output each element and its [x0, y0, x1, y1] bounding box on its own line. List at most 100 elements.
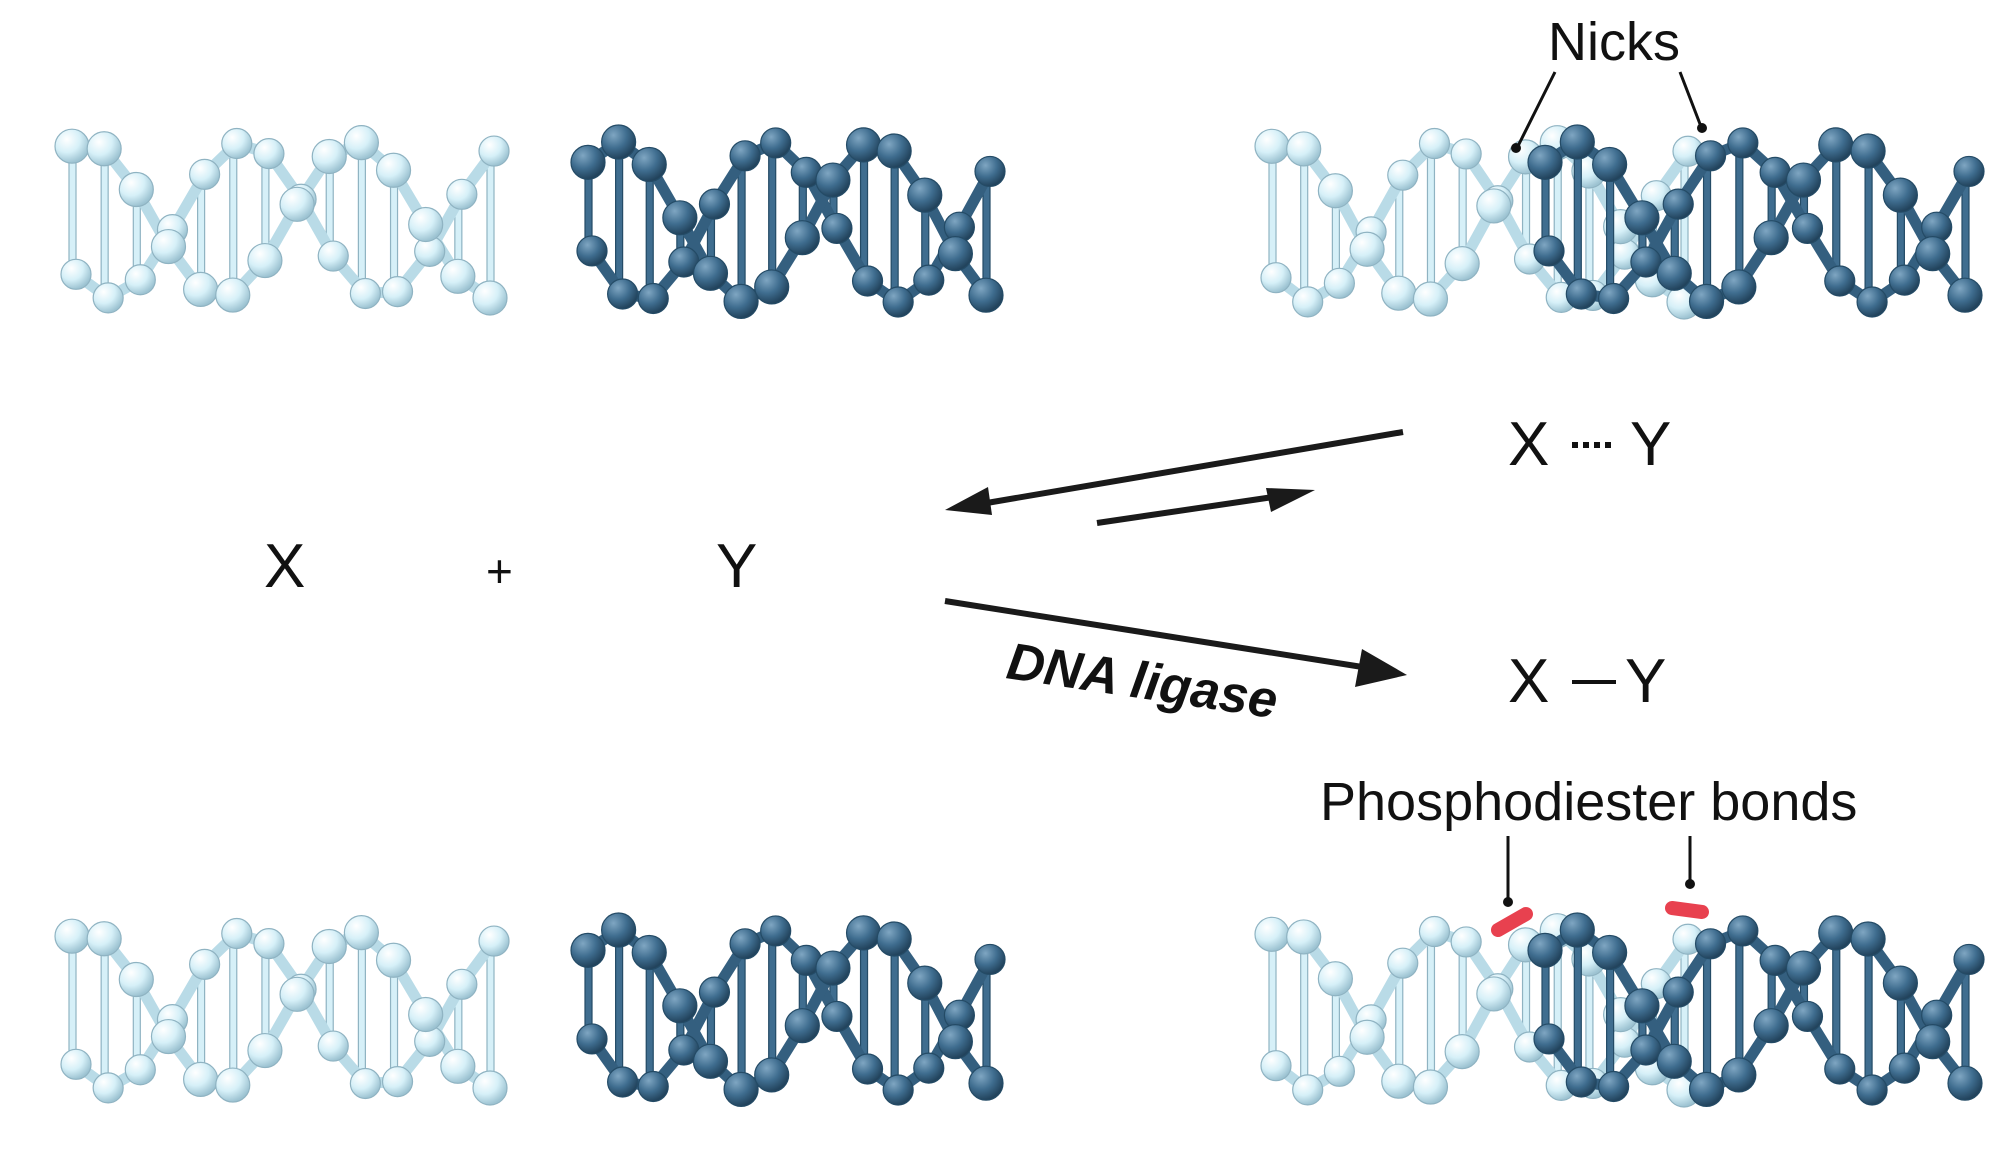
base-pair-stick — [859, 940, 869, 1062]
nucleotide-ball — [937, 236, 973, 272]
nucleotide-ball — [1592, 146, 1628, 183]
base-pair-stick — [1573, 149, 1582, 287]
base-pair-stick — [737, 163, 746, 294]
base-pair-stick — [615, 937, 624, 1075]
nucleotide-ball — [124, 264, 156, 296]
nucleotide-ball — [215, 277, 251, 313]
base-pair-stick — [68, 153, 77, 267]
base-pair-stick — [68, 943, 77, 1057]
nucleotide-ball — [845, 915, 882, 951]
base-pair-stick — [1864, 158, 1873, 295]
nucleotide-ball — [1791, 212, 1824, 245]
phosphodiester-pointers — [1503, 836, 1695, 907]
base-pair-stick — [1541, 957, 1550, 1032]
base-pair-stick — [1606, 959, 1615, 1080]
base-pair-stick — [1331, 986, 1340, 1064]
nucleotide-ball — [1882, 965, 1918, 1001]
nucleotide-ball — [692, 255, 729, 291]
base-pair-stick — [486, 158, 495, 291]
nucleotide-ball — [221, 127, 253, 160]
nucleotide-ball — [637, 1070, 669, 1103]
nucleotide-ball — [968, 1065, 1004, 1101]
helix-x-bottom-left — [54, 915, 510, 1106]
nick-pointer-left — [1516, 71, 1557, 147]
base-pair-stick — [921, 202, 930, 273]
nucleotide-ball — [821, 1000, 853, 1033]
nucleotide-ball — [1387, 159, 1419, 191]
nucleotide-ball — [851, 1053, 884, 1085]
nucleotide-ball — [1624, 200, 1660, 236]
nucleotide-ball — [1915, 236, 1951, 272]
nucleotide-ball — [760, 127, 792, 159]
helix-y-bottom-middle — [570, 912, 1006, 1107]
base-pair-stick — [132, 986, 141, 1063]
nucleotide-ball — [118, 171, 154, 208]
nucleotide-ball — [1856, 286, 1888, 318]
nucleotide-ball — [247, 1032, 283, 1069]
nucleotide-ball — [784, 1008, 820, 1044]
nucleotide-ball — [150, 228, 187, 265]
helix-y-bottom-right — [1527, 912, 1985, 1107]
base-pair-stick — [229, 940, 238, 1078]
base-pair-stick — [357, 940, 366, 1077]
nucleotide-ball — [576, 1023, 608, 1055]
nucleotide-ball — [1598, 1070, 1630, 1103]
nucleotide-ball — [1323, 267, 1355, 299]
nucleotide-ball — [1317, 173, 1353, 209]
nucleotide-ball — [189, 948, 221, 980]
base-pair-stick — [1395, 970, 1404, 1074]
nucleotide-ball — [882, 286, 914, 318]
base-pair-stick — [261, 161, 270, 254]
nucleotide-ball — [845, 127, 882, 163]
nucleotide-ball — [723, 283, 759, 319]
nucleotide-ball — [440, 1048, 476, 1084]
nucleotide-ball — [1317, 961, 1353, 997]
base-pair-stick — [615, 149, 624, 287]
nucleotide-ball — [86, 131, 122, 167]
nucleotide-ball — [1656, 1043, 1692, 1079]
nucleotide-ball — [1688, 1071, 1725, 1107]
nucleotide-ball — [1450, 138, 1482, 170]
base-pair-stick — [737, 951, 746, 1082]
base-pair-stick — [768, 938, 777, 1068]
nucleotide-ball — [1630, 246, 1662, 278]
nucleotide-ball — [1254, 916, 1290, 952]
base-pair-stick — [1541, 169, 1550, 244]
base-pair-stick — [1864, 946, 1873, 1083]
nucleotide-ball — [1418, 127, 1451, 160]
nucleotide-ball — [1260, 262, 1292, 294]
bond-dot-right — [1685, 879, 1695, 889]
base-pair-stick — [1395, 182, 1404, 286]
nucleotide-ball — [570, 932, 606, 968]
nucleotide-ball — [1727, 127, 1759, 159]
nucleotide-ball — [92, 1072, 124, 1104]
nucleotide-ball — [1947, 1065, 1983, 1101]
nucleotide-ball — [1694, 140, 1727, 172]
base-pair-stick — [1331, 198, 1340, 276]
base-pair-stick — [982, 966, 991, 1076]
base-pair-stick — [1702, 163, 1712, 294]
base-pair-stick — [1268, 941, 1277, 1059]
nucleotide-ball — [1953, 155, 1985, 188]
nucleotide-ball — [1759, 944, 1791, 976]
base-pair-stick — [486, 948, 495, 1081]
nucleotide-ball — [1286, 131, 1322, 167]
nucleotide-ball — [913, 264, 945, 296]
nucleotide-ball — [1624, 988, 1660, 1024]
label-x: X — [264, 532, 305, 601]
nucleotide-ball — [381, 276, 414, 308]
nucleotide-ball — [784, 220, 820, 256]
nucleotide-ball — [1559, 124, 1595, 160]
nick-dot-left — [1511, 143, 1521, 153]
nucleotide-ball — [1559, 912, 1595, 948]
base-pair-stick — [197, 971, 206, 1072]
base-pair-stick — [921, 990, 930, 1061]
nick-pointer-right — [1678, 71, 1702, 125]
nucleotide-ball — [1286, 919, 1322, 955]
base-pair-stick — [197, 181, 206, 282]
base-pair-stick — [1961, 178, 1970, 288]
nucleotide-ball — [1260, 1050, 1292, 1082]
nucleotide-ball — [607, 278, 639, 310]
forward-arrow-shaft — [1096, 493, 1281, 526]
nucleotide-ball — [821, 212, 853, 245]
